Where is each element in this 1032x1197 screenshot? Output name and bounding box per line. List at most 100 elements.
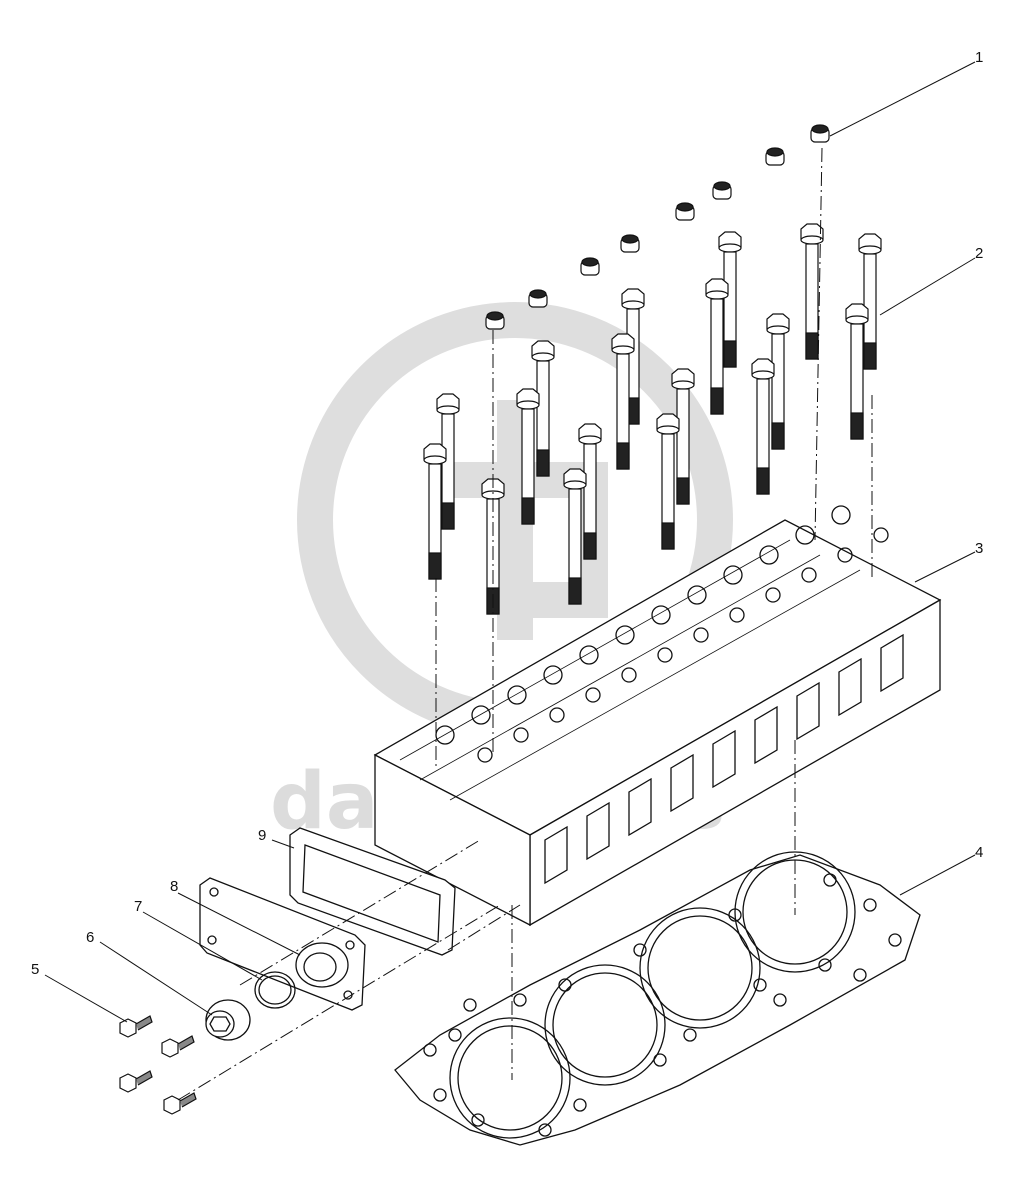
plug — [205, 999, 251, 1041]
valve-stem-seal — [528, 289, 548, 308]
head-boss — [513, 727, 529, 743]
callout-6: 6 — [86, 929, 94, 946]
gasket-hole — [513, 993, 527, 1007]
head-boss — [549, 707, 565, 723]
bore-1 — [449, 1017, 571, 1139]
head-boss — [507, 685, 527, 705]
head-boss — [471, 705, 491, 725]
callout-labels: 1 2 3 4 5 6 7 8 9 — [31, 49, 983, 978]
head-boss — [621, 667, 637, 683]
cover-screw — [163, 1092, 197, 1115]
gasket-hole — [463, 998, 477, 1012]
gasket-hole — [471, 1113, 485, 1127]
bore-4 — [734, 851, 856, 973]
gasket-hole — [433, 1088, 447, 1102]
cover-screw — [119, 1015, 153, 1038]
o-ring — [254, 971, 296, 1009]
gasket-hole — [823, 873, 837, 887]
valve-stem-seal — [580, 257, 600, 276]
head-boss — [801, 567, 817, 583]
gasket-hole — [538, 1123, 552, 1137]
gasket-hole — [558, 978, 572, 992]
head-bolt — [516, 388, 540, 525]
gasket-hole — [633, 943, 647, 957]
head-bolt — [845, 303, 869, 440]
gasket-hole — [863, 898, 877, 912]
head-bolt — [563, 468, 587, 605]
gasket-hole — [423, 1043, 437, 1057]
cover-screws — [119, 1015, 197, 1115]
bore-3 — [639, 907, 761, 1029]
callout-leaders — [44, 61, 976, 1023]
gasket-hole — [653, 1053, 667, 1067]
port-window — [628, 777, 652, 837]
head-boss — [873, 527, 889, 543]
head-bolts — [423, 223, 882, 615]
bore-2 — [544, 964, 666, 1086]
gasket-hole — [683, 1028, 697, 1042]
head-gasket — [394, 851, 921, 1146]
port-window — [586, 801, 610, 861]
head-bolt — [858, 233, 882, 370]
head-boss — [723, 565, 743, 585]
head-bolt — [705, 278, 729, 415]
head-boss — [543, 665, 563, 685]
valve-stem-seals — [485, 124, 830, 330]
callout-1: 1 — [975, 49, 983, 66]
port-window — [880, 633, 904, 693]
port-window — [754, 705, 778, 765]
end-cover-plate — [199, 877, 366, 1011]
callout-8: 8 — [170, 878, 178, 895]
gasket-hole — [773, 993, 787, 1007]
callout-9: 9 — [258, 827, 266, 844]
cover-screw — [119, 1070, 153, 1093]
gasket-hole — [448, 1028, 462, 1042]
port-window — [838, 657, 862, 717]
head-boss — [477, 747, 493, 763]
head-bolt — [423, 443, 447, 580]
valve-stem-seal — [765, 147, 785, 166]
cylinder-head — [373, 505, 942, 927]
valve-stem-seal — [675, 202, 695, 221]
head-bolt — [621, 288, 645, 425]
gasket-hole — [888, 933, 902, 947]
end-cover-gasket — [289, 827, 456, 956]
head-boss — [585, 687, 601, 703]
head-bolt — [531, 340, 555, 477]
head-boss — [759, 545, 779, 565]
head-boss — [693, 627, 709, 643]
head-bolt — [766, 313, 790, 450]
gasket-hole — [853, 968, 867, 982]
head-boss — [651, 605, 671, 625]
head-boss — [657, 647, 673, 663]
head-boss — [765, 587, 781, 603]
callout-3: 3 — [975, 540, 983, 557]
valve-stem-seal — [485, 311, 505, 330]
head-bolt — [656, 413, 680, 550]
head-bolt — [436, 393, 460, 530]
gasket-hole — [728, 908, 742, 922]
port-window — [670, 753, 694, 813]
head-bolt — [578, 423, 602, 560]
head-bolt — [671, 368, 695, 505]
head-boss — [831, 505, 851, 525]
port-window — [796, 681, 820, 741]
head-bolt — [800, 223, 824, 360]
head-bolt — [611, 333, 635, 470]
gasket-hole — [753, 978, 767, 992]
head-boss — [837, 547, 853, 563]
callout-7: 7 — [134, 898, 142, 915]
head-bolt — [718, 231, 742, 368]
head-bolt — [751, 358, 775, 495]
port-window — [544, 825, 568, 885]
port-window — [712, 729, 736, 789]
cover-screw — [161, 1035, 195, 1058]
head-boss — [729, 607, 745, 623]
valve-stem-seal — [620, 234, 640, 253]
callout-2: 2 — [975, 245, 983, 262]
valve-stem-seal — [712, 181, 732, 200]
head-boss — [615, 625, 635, 645]
gasket-hole — [818, 958, 832, 972]
head-boss — [687, 585, 707, 605]
